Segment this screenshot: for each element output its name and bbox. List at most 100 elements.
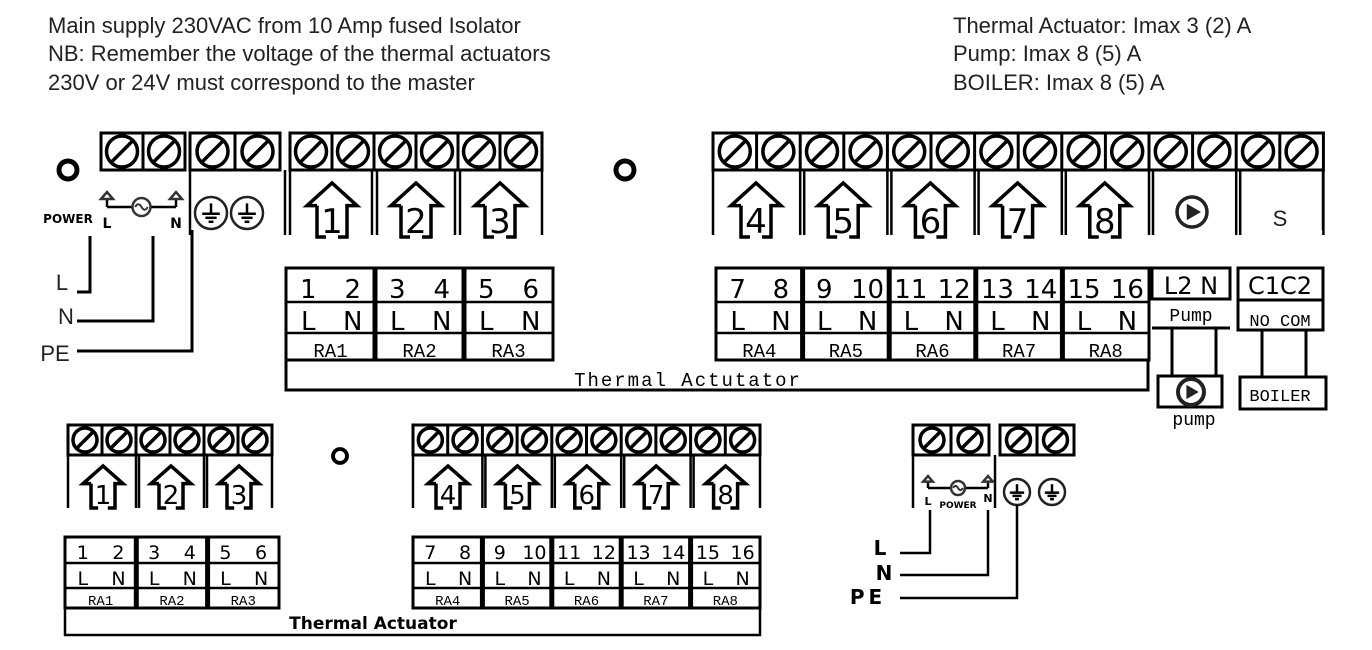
screw-terminal-icon[interactable]: [973, 133, 1014, 170]
screw-terminal-icon[interactable]: [416, 426, 445, 454]
screw-terminal-icon[interactable]: [236, 425, 269, 455]
screw-terminal-icon[interactable]: [480, 425, 514, 455]
screw-terminal-icon[interactable]: [233, 133, 275, 170]
terminal-type: L: [703, 568, 714, 590]
screw-terminal-icon[interactable]: [1103, 133, 1145, 170]
terminal-type: L: [78, 568, 89, 590]
terminal-type: L: [564, 568, 575, 590]
screw-terminal-icon[interactable]: [585, 425, 618, 455]
screw-terminal-icon[interactable]: [798, 133, 840, 170]
screw-terminal-icon[interactable]: [885, 133, 927, 170]
screw-terminal-icon[interactable]: [717, 134, 753, 169]
screw-slot: [722, 139, 747, 164]
terminal-number: 13: [626, 542, 650, 564]
terminal-type: L: [479, 307, 494, 337]
screw-terminal-icon[interactable]: [755, 133, 796, 170]
supply-notes: Main supply 230VAC from 10 Amp fused Iso…: [48, 13, 551, 95]
screw-terminal-icon[interactable]: [689, 425, 722, 455]
actuator-label: RA1: [88, 594, 113, 610]
wire-l-label: L: [874, 536, 887, 560]
screw-terminal-icon[interactable]: [1234, 133, 1276, 170]
house-outline: [78, 463, 128, 510]
terminal-type: N: [521, 307, 540, 337]
screw-terminal-icon[interactable]: [104, 134, 140, 169]
screw-terminal-icon[interactable]: [1278, 133, 1319, 170]
screw-terminal-icon[interactable]: [929, 133, 971, 170]
house-outline: [988, 180, 1048, 239]
screw-terminal-icon[interactable]: [1016, 133, 1058, 170]
wire-pe: [900, 505, 1019, 600]
screw-terminal-icon[interactable]: [372, 133, 413, 170]
screw-terminal-icon[interactable]: [293, 134, 329, 169]
screw-terminal-icon[interactable]: [1191, 133, 1232, 170]
screw-terminal-icon[interactable]: [515, 425, 549, 455]
screw-terminal-icon[interactable]: [100, 425, 133, 455]
screw-terminal-icon[interactable]: [456, 133, 497, 170]
wire-l: [900, 510, 932, 555]
ac-circle: [949, 479, 967, 497]
zone-number: 3: [231, 481, 248, 511]
zone-house-icon: 1: [78, 463, 128, 511]
power-label: POWER: [43, 212, 93, 226]
zone-house-icon: 6: [900, 180, 960, 242]
screw-terminal-icon[interactable]: [918, 426, 946, 454]
actuator-label: RA5: [829, 341, 863, 363]
screw-terminal-icon[interactable]: [498, 133, 539, 170]
zone-number: 5: [832, 202, 854, 242]
screw-terminal-icon[interactable]: [550, 425, 583, 455]
screw-terminal-icon[interactable]: [195, 134, 230, 169]
screw-terminal-icon[interactable]: [619, 425, 653, 455]
screw-terminal-icon[interactable]: [1060, 133, 1101, 170]
screw-terminal-icon[interactable]: [71, 426, 99, 454]
screw-terminal-icon[interactable]: [446, 425, 479, 455]
wire-pe: [77, 230, 194, 353]
terminal-number: 16: [1111, 275, 1144, 305]
screw-terminal-icon[interactable]: [723, 425, 757, 455]
screw-slot: [245, 139, 270, 164]
screw-terminal-icon[interactable]: [1004, 426, 1033, 454]
zone-number: 3: [489, 202, 511, 242]
screw-terminal-icon[interactable]: [414, 133, 455, 170]
terminal-number: 9: [816, 275, 833, 305]
screw-slot: [151, 139, 177, 164]
screw-slot: [559, 430, 579, 450]
screw-slot: [1158, 139, 1183, 164]
screw-terminal-icon[interactable]: [1035, 425, 1070, 455]
zone-number: 6: [579, 481, 596, 511]
screw-terminal-icon[interactable]: [842, 133, 883, 170]
terminal-type: L: [390, 307, 405, 337]
terminal-block: [711, 131, 1325, 172]
screw-slot: [1027, 139, 1053, 164]
screw-terminal-icon[interactable]: [134, 425, 167, 455]
terminal-number: 3: [148, 542, 160, 564]
pump-icon: [1176, 377, 1206, 407]
screw-slot: [143, 430, 163, 450]
screw-terminal-icon[interactable]: [654, 425, 687, 455]
screw-slot: [1045, 430, 1066, 450]
screw-terminal-icon[interactable]: [949, 425, 984, 455]
zone-number: 7: [1007, 202, 1029, 242]
terminal-number: 12: [938, 275, 971, 305]
screw-terminal-icon[interactable]: [168, 425, 201, 455]
screw-slot: [766, 139, 791, 164]
screw-terminal-icon[interactable]: [141, 133, 182, 170]
zone-number: 1: [95, 481, 112, 511]
boiler-terminals: C1C2: [1248, 272, 1312, 300]
screw-terminal-icon[interactable]: [330, 133, 371, 170]
screw-terminal-icon[interactable]: [1147, 133, 1189, 170]
boiler-device-label: BOILER: [1249, 388, 1310, 407]
house-outline: [562, 463, 612, 510]
terminal-type: L: [990, 307, 1005, 337]
terminal-type: L: [904, 307, 919, 337]
screw-slot: [382, 139, 408, 164]
note-line: NB: Remember the voltage of the thermal …: [48, 41, 551, 66]
screw-terminal-icon[interactable]: [202, 425, 235, 455]
screw-slot: [922, 430, 942, 450]
screw-slot: [960, 430, 980, 450]
terminal-type: N: [458, 568, 472, 590]
